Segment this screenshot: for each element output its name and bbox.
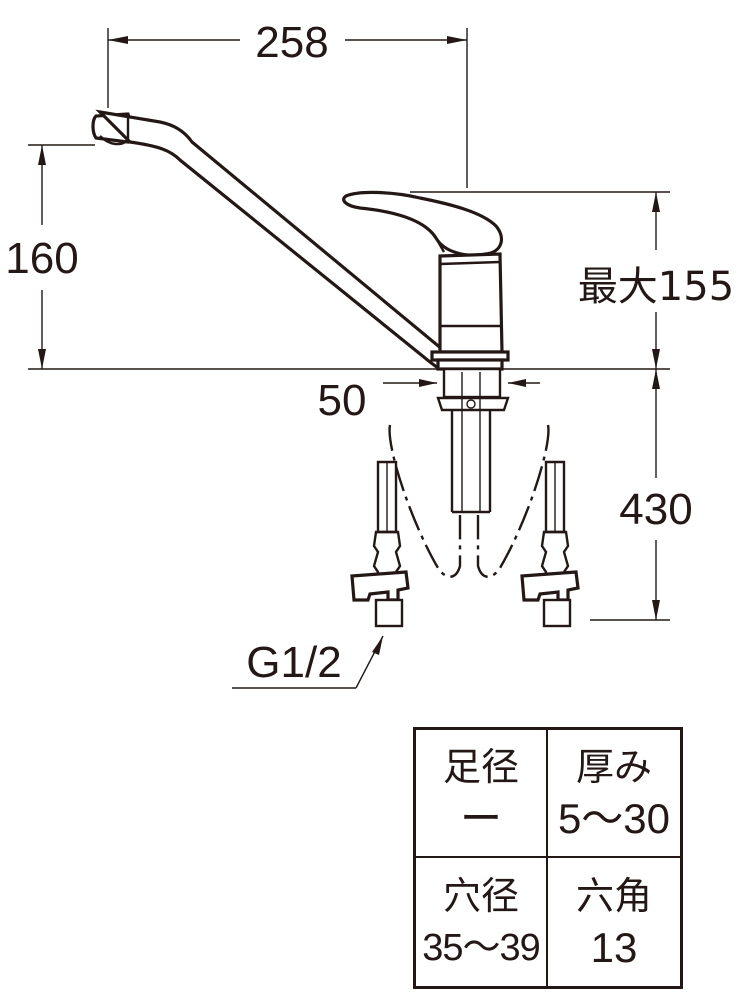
thread-callout: G1/2 <box>232 635 384 689</box>
thread-label: G1/2 <box>246 638 341 687</box>
hose-right <box>520 460 580 628</box>
spec-label: 足径 <box>442 745 519 789</box>
dimension-label-max155: 最大155 <box>578 264 734 310</box>
spec-cell-thickness: 厚み 5〜30 <box>548 730 680 858</box>
spec-value: 35〜39 <box>422 927 541 969</box>
mounting-shank <box>436 367 510 514</box>
spec-label: 厚み <box>575 745 652 789</box>
spec-cell-foot-diameter: 足径 ー <box>416 730 548 858</box>
spec-table: 足径 ー 厚み 5〜30 穴径 35〜39 六角 13 <box>413 727 683 989</box>
spec-value: 5〜30 <box>557 795 671 842</box>
dimension-max155: 最大155 <box>410 191 734 369</box>
spec-label: 穴径 <box>442 874 519 918</box>
flexible-hose-path <box>388 424 550 578</box>
dimension-258: 258 <box>107 18 468 188</box>
spec-cell-hex: 六角 13 <box>548 858 680 986</box>
dimension-label-430: 430 <box>619 485 692 534</box>
dimension-label-50: 50 <box>318 376 367 425</box>
spec-value: ー <box>459 795 502 842</box>
dimension-430: 430 <box>590 369 693 621</box>
spec-cell-hole-diameter: 穴径 35〜39 <box>416 858 548 986</box>
faucet-body <box>430 252 510 371</box>
dimension-label-160: 160 <box>5 234 78 283</box>
spec-value: 13 <box>590 924 638 971</box>
dimension-50: 50 <box>318 376 540 425</box>
faucet-lever <box>342 190 504 257</box>
spec-label: 六角 <box>575 874 652 918</box>
dimension-160: 160 <box>5 144 95 369</box>
hose-left <box>350 460 410 628</box>
faucet-spout <box>91 109 451 371</box>
dimension-label-258: 258 <box>255 18 328 67</box>
